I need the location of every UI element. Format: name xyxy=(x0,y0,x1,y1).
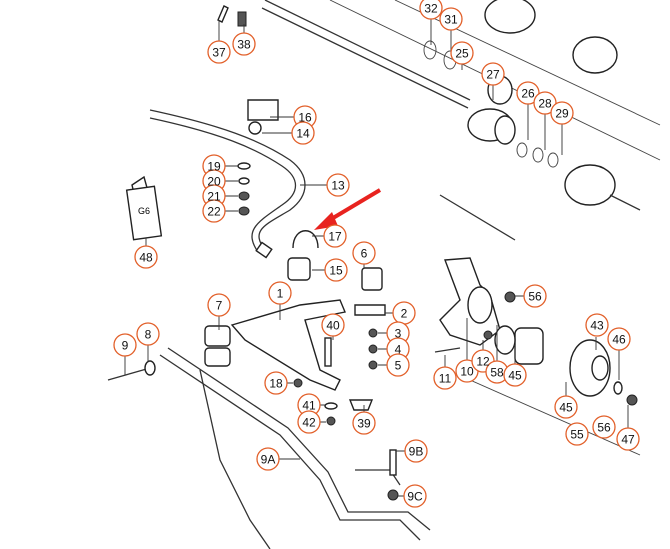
callout-number: 10 xyxy=(460,365,474,379)
drive-shaft xyxy=(261,0,661,241)
callout-number: 14 xyxy=(296,127,310,141)
callout-ring xyxy=(450,41,474,65)
callout-ring xyxy=(565,422,589,446)
callout-number: 27 xyxy=(486,68,500,82)
callout-ring xyxy=(321,313,345,337)
bar-clamp xyxy=(217,5,383,291)
callout-number: 55 xyxy=(570,428,584,442)
callout-ring xyxy=(433,366,457,390)
fasteners xyxy=(293,291,516,501)
callout-ring xyxy=(523,284,547,308)
callout-number: 38 xyxy=(237,38,251,52)
callout-number: 45 xyxy=(508,369,522,383)
callout-number: 29 xyxy=(555,107,569,121)
stabilizer-bar xyxy=(149,109,306,259)
callout-number: 39 xyxy=(357,417,371,431)
callout-number: 9C xyxy=(407,490,423,504)
callout-number: 19 xyxy=(207,160,221,174)
callout-rings xyxy=(113,0,640,508)
callout-number: 17 xyxy=(328,230,342,244)
callout-ring xyxy=(419,0,443,20)
callout-ring xyxy=(533,91,557,115)
callout-ring xyxy=(607,327,631,351)
callout-number: 20 xyxy=(207,175,221,189)
callout-number: 21 xyxy=(207,190,221,204)
callout-number: 3 xyxy=(395,327,402,341)
callout-number: 43 xyxy=(590,319,604,333)
callout-number: 2 xyxy=(401,307,408,321)
callout-ring xyxy=(323,224,347,248)
callout-number: 13 xyxy=(331,179,345,193)
callout-ring xyxy=(134,245,158,269)
callout-number: 47 xyxy=(621,433,635,447)
callout-number: 22 xyxy=(207,205,221,219)
callout-ring xyxy=(324,258,348,282)
callout-number: 11 xyxy=(439,372,452,386)
callout-number: 6 xyxy=(361,247,368,261)
callout-ring xyxy=(616,427,640,451)
callout-ring xyxy=(207,293,231,317)
callout-ring xyxy=(207,40,231,64)
callout-ring xyxy=(516,81,540,105)
callout-number: 41 xyxy=(302,399,316,413)
callout-number: 37 xyxy=(212,46,226,60)
highlight-arrow xyxy=(314,188,382,230)
control-arm xyxy=(204,299,386,391)
callout-number: 45 xyxy=(559,401,573,415)
callout-ring xyxy=(291,121,315,145)
callout-ring xyxy=(554,395,578,419)
callout-number: 1 xyxy=(277,287,284,301)
callout-number: 9A xyxy=(261,453,276,467)
callout-ring xyxy=(503,363,527,387)
callout-ring xyxy=(232,32,256,56)
bottle-label: G6 xyxy=(138,206,150,216)
leader-lines xyxy=(124,19,629,497)
callout-ring xyxy=(592,415,616,439)
callout-number: 7 xyxy=(216,299,223,313)
callout-number: 9 xyxy=(122,339,129,353)
steering-knuckle xyxy=(434,257,641,456)
callout-ring xyxy=(352,241,376,265)
callout-number: 56 xyxy=(597,421,611,435)
callout-ring xyxy=(352,411,376,435)
callout-ring xyxy=(268,281,292,305)
callout-number: 9B xyxy=(409,445,424,459)
callout-number: 46 xyxy=(612,333,626,347)
grease-tube-icon: G6 xyxy=(125,175,163,241)
callout-ring xyxy=(481,62,505,86)
callout-ring xyxy=(439,7,463,31)
callout-number: 5 xyxy=(395,359,402,373)
callout-number: 26 xyxy=(521,87,535,101)
callout-number: 18 xyxy=(269,377,283,391)
callout-number: 42 xyxy=(302,416,316,430)
callout-number: 28 xyxy=(538,97,552,111)
callout-number: 48 xyxy=(139,251,153,265)
callout-ring xyxy=(550,101,574,125)
callout-number: 40 xyxy=(326,319,340,333)
callout-number: 8 xyxy=(145,328,152,342)
callout-number: 25 xyxy=(455,47,469,61)
callout-number: 12 xyxy=(476,355,490,369)
callout-number: 4 xyxy=(395,343,402,357)
callout-number: 16 xyxy=(298,111,312,125)
callout-number: 58 xyxy=(490,366,504,380)
callout-number: 15 xyxy=(329,264,343,278)
callout-ring xyxy=(297,410,321,434)
callout-ring xyxy=(256,447,280,471)
callout-ring xyxy=(404,439,428,463)
callout-ring xyxy=(202,199,226,223)
callout-ring xyxy=(403,484,427,508)
callout-ring xyxy=(264,371,288,395)
callout-ring xyxy=(386,353,410,377)
callout-number: 56 xyxy=(528,290,542,304)
callout-number: 31 xyxy=(444,13,458,27)
callout-number: 32 xyxy=(424,2,438,16)
callout-ring xyxy=(136,322,160,346)
callout-ring xyxy=(326,173,350,197)
callout-ring xyxy=(585,313,609,337)
callout-ring xyxy=(113,333,137,357)
